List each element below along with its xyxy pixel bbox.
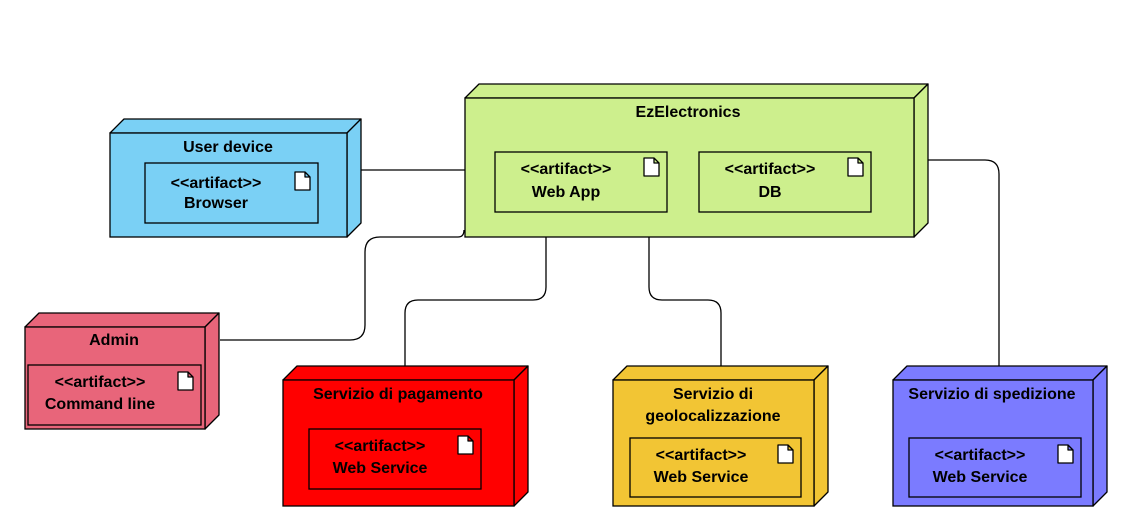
node-ezelectronics[interactable]: EzElectronics <<artifact>> Web App <<art… [464,83,929,238]
connector-geolocalizzazione-ezelectronics [648,237,722,366]
node-title-servizio-geolocalizzazione-line2: geolocalizzazione [645,408,780,425]
connector-admin-ezelectronics [220,229,465,341]
artifact-stereotype: <<artifact>> [335,438,426,455]
artifact-name: Command line [45,396,155,413]
node-servizio-pagamento[interactable]: Servizio di pagamento <<artifact>> Web S… [282,365,529,507]
node-title-user-device: User device [183,139,273,156]
artifact-stereotype: <<artifact>> [725,161,816,178]
artifact-db[interactable]: <<artifact>> DB [698,151,872,213]
artifact-stereotype: <<artifact>> [656,447,747,464]
artifact-name: Browser [184,195,248,212]
node-title-servizio-geolocalizzazione-line1: Servizio di [673,386,753,403]
artifact-name: Web Service [654,469,749,486]
node-title-servizio-pagamento: Servizio di pagamento [313,386,483,403]
artifact-name: Web Service [333,460,428,477]
connector-spedizione-ezelectronics [928,159,1000,366]
artifact-stereotype: <<artifact>> [935,447,1026,464]
artifact-stereotype: <<artifact>> [521,161,612,178]
artifact-command-line[interactable]: <<artifact>> Command line [27,364,202,426]
artifact-web-app[interactable]: <<artifact>> Web App [494,151,668,213]
connector-pagamento-ezelectronics [404,237,547,366]
connectors [220,159,1000,366]
artifact-web-service[interactable]: <<artifact>> Web Service [908,437,1082,498]
node-user-device[interactable]: User device <<artifact>> Browser [109,118,362,238]
artifact-name: DB [758,184,781,201]
artifact-web-service[interactable]: <<artifact>> Web Service [308,428,482,490]
node-title-admin: Admin [89,332,139,349]
artifact-browser[interactable]: <<artifact>> Browser [144,162,319,224]
document-icon [1057,444,1074,464]
node-admin[interactable]: Admin <<artifact>> Command line [24,312,220,430]
node-servizio-spedizione[interactable]: Servizio di spedizione <<artifact>> Web … [892,365,1108,507]
artifact-stereotype: <<artifact>> [55,374,146,391]
document-icon [777,444,794,464]
document-icon [294,171,311,191]
document-icon [847,157,864,177]
node-title-servizio-spedizione: Servizio di spedizione [908,386,1075,403]
node-servizio-geolocalizzazione[interactable]: Servizio di geolocalizzazione <<artifact… [612,365,829,507]
artifact-stereotype: <<artifact>> [171,175,262,192]
artifact-name: Web App [532,184,601,201]
document-icon [177,371,194,391]
document-icon [643,157,660,177]
artifact-name: Web Service [933,469,1028,486]
artifact-web-service[interactable]: <<artifact>> Web Service [629,437,802,498]
document-icon [457,435,474,455]
node-title-ezelectronics: EzElectronics [636,104,741,121]
